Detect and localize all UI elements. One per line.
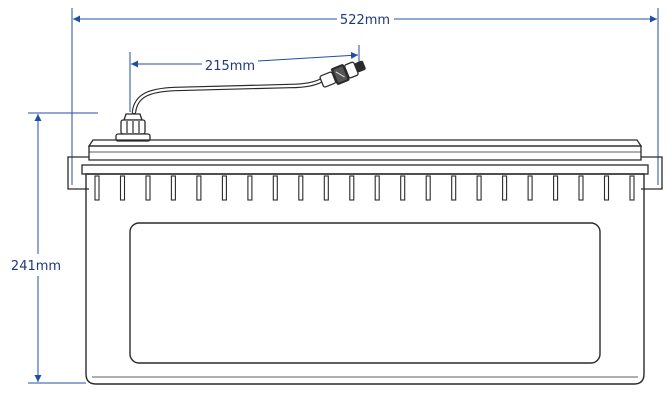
battery-lid <box>88 145 642 161</box>
battery-label-panel <box>129 222 601 364</box>
battery-rib <box>425 175 431 201</box>
battery-rib <box>502 175 508 201</box>
battery-rib <box>298 175 304 201</box>
cable-connector-icon <box>319 60 366 88</box>
battery-rib <box>272 175 278 201</box>
battery-rib <box>603 175 610 201</box>
cable-arrow-right <box>257 51 359 62</box>
handle-right <box>641 156 663 190</box>
battery-rib <box>94 175 100 201</box>
battery-rib <box>629 175 635 201</box>
cable-gland-icon <box>115 113 151 142</box>
battery-rib <box>553 175 559 201</box>
battery-body <box>85 173 645 385</box>
handle-left <box>67 156 89 190</box>
battery-rib <box>119 175 126 201</box>
battery-rib <box>221 175 227 201</box>
height-label: 241mm <box>11 259 61 274</box>
battery-ribs <box>94 175 635 201</box>
cable-dimension: 215mm <box>129 45 360 112</box>
battery-upper-band <box>81 164 649 175</box>
battery-rib <box>374 175 380 201</box>
height-dimension: 241mm <box>11 112 98 384</box>
battery-rib <box>323 175 329 201</box>
battery-rib <box>349 175 355 201</box>
battery-rib <box>196 175 202 201</box>
battery-rib <box>527 175 533 201</box>
battery-rib <box>451 175 457 201</box>
battery-lid-top <box>87 139 643 147</box>
battery-rib <box>578 175 584 201</box>
battery-rib <box>170 175 176 201</box>
width-label: 522mm <box>340 13 390 28</box>
battery-case <box>67 139 663 385</box>
width-dimension: 522mm <box>71 8 659 185</box>
battery-rib <box>247 175 253 201</box>
cable-assembly <box>131 60 366 115</box>
cable <box>131 77 325 115</box>
battery-rib <box>476 175 482 201</box>
battery-rib <box>145 175 151 201</box>
cable-label: 215mm <box>205 59 255 74</box>
battery-rib <box>400 175 406 201</box>
